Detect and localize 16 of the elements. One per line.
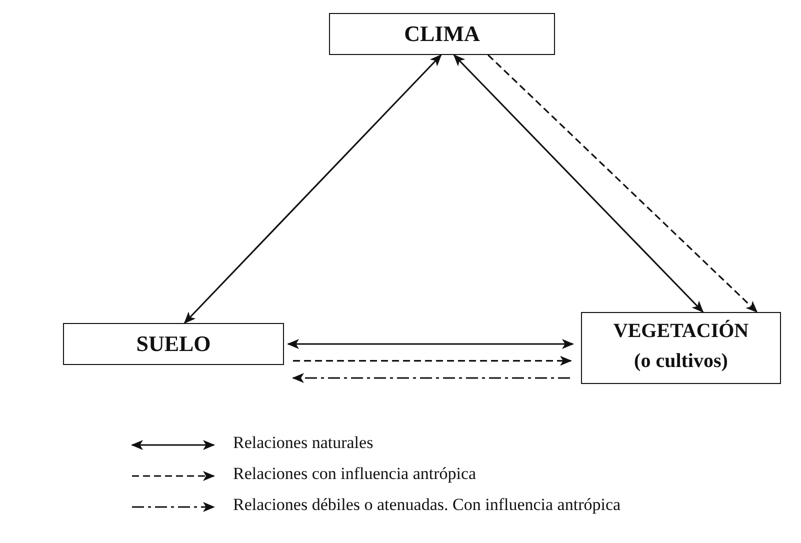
process-box (63, 323, 284, 365)
node-sublabel: (o cultivos) (633, 349, 729, 374)
legend-label: Relaciones con influencia antrópica (233, 464, 476, 484)
node-label: VEGETACIÓN (612, 318, 750, 344)
arrow (293, 356, 572, 366)
arrow (292, 373, 570, 383)
arrow (184, 54, 442, 324)
node-label: CLIMA (403, 22, 481, 46)
legend-label: Relaciones naturales (233, 433, 374, 453)
legend-label: Relaciones débiles o atenuadas. Con influencia antrópica (233, 495, 621, 515)
arrow (453, 54, 704, 313)
arrow (287, 339, 574, 349)
node-label: SUELO (135, 332, 212, 356)
process-box (329, 13, 555, 55)
process-box (581, 312, 781, 384)
arrow (488, 54, 758, 313)
